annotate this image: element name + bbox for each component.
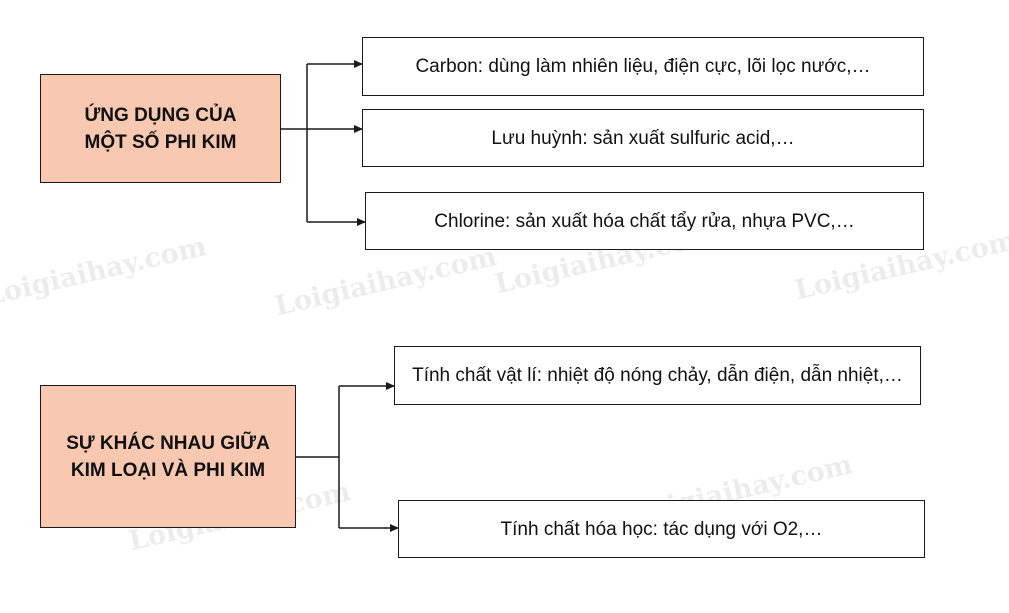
root-node-nonmetal-uses: ỨNG DỤNG CỦA MỘT SỐ PHI KIM	[40, 74, 281, 183]
leaf-node-chlorine: Chlorine: sản xuất hóa chất tẩy rửa, nhự…	[365, 192, 924, 250]
leaf-node-carbon: Carbon: dùng làm nhiên liệu, điện cực, l…	[362, 37, 924, 96]
leaf-node-sulfur: Lưu huỳnh: sản xuất sulfuric acid,…	[362, 109, 924, 167]
root-node-metal-vs-nonmetal: SỰ KHÁC NHAU GIỮA KIM LOẠI VÀ PHI KIM	[40, 385, 296, 528]
leaf-node-chemical-properties: Tính chất hóa học: tác dụng với O2,…	[398, 500, 925, 558]
leaf-node-physical-properties: Tính chất vật lí: nhiệt độ nóng chảy, dẫ…	[394, 346, 921, 405]
